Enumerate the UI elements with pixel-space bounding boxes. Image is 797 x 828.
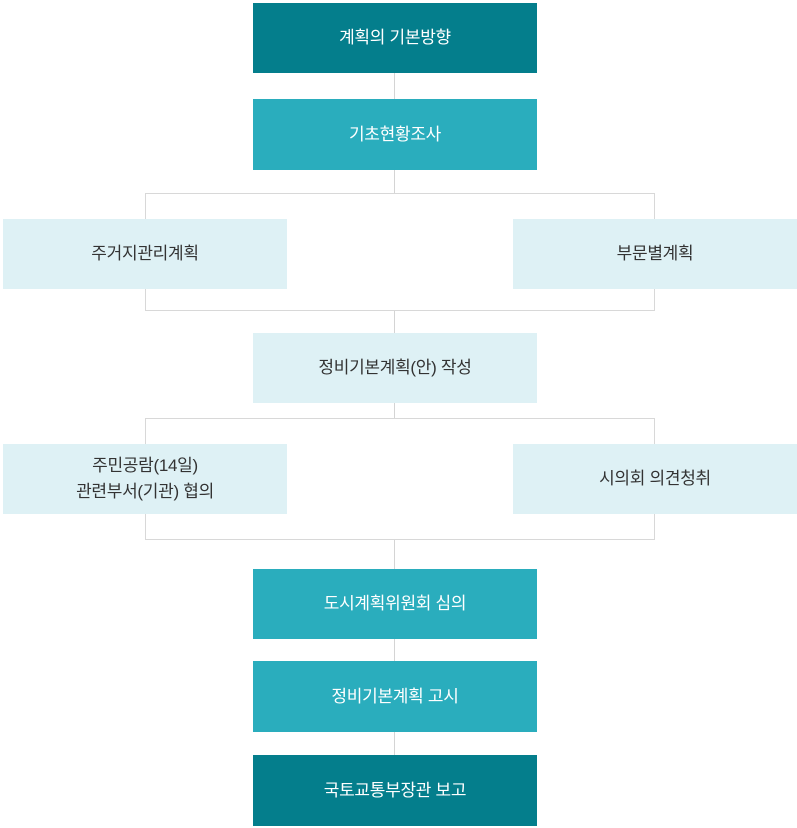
connector-line-2	[394, 170, 395, 193]
step-city-planning-committee-review-label: 도시계획위원회 심의	[323, 594, 467, 613]
branch-council-opinion-label: 시의회 의견청취	[599, 469, 711, 488]
step-master-plan-notice: 정비기본계획 고시	[253, 661, 537, 732]
connector-line-1	[394, 73, 395, 99]
branch-public-inspection: 주민공람(14일) 관련부서(기관) 협의	[3, 444, 287, 514]
branch-sectoral-plan-label: 부문별계획	[616, 244, 694, 263]
branch-sectoral-plan: 부문별계획	[513, 219, 797, 289]
branch-public-inspection-line1: 주민공람(14일)	[92, 456, 198, 475]
step-city-planning-committee-review: 도시계획위원회 심의	[253, 569, 537, 639]
step-report-to-minister-label: 국토교통부장관 보고	[323, 780, 467, 800]
step-master-plan-notice-label: 정비기본계획 고시	[331, 686, 459, 706]
branch-council-opinion: 시의회 의견청취	[513, 444, 797, 514]
branch-residential-management-plan-label: 주거지관리계획	[91, 244, 199, 263]
step-draft-master-plan-label: 정비기본계획(안) 작성	[318, 358, 472, 377]
step-basic-status-survey-label: 기초현황조사	[348, 124, 442, 144]
step-plan-basic-direction: 계획의 기본방향	[253, 3, 537, 73]
step-report-to-minister: 국토교통부장관 보고	[253, 755, 537, 826]
step-basic-status-survey: 기초현황조사	[253, 99, 537, 170]
connector-line-3	[394, 311, 395, 333]
step-draft-master-plan: 정비기본계획(안) 작성	[253, 333, 537, 403]
connector-line-7	[394, 732, 395, 755]
connector-line-6	[394, 639, 395, 661]
connector-line-5	[394, 540, 395, 569]
branch-residential-management-plan: 주거지관리계획	[3, 219, 287, 289]
connector-line-4	[394, 403, 395, 418]
step-plan-basic-direction-label: 계획의 기본방향	[339, 28, 451, 47]
branch-public-inspection-line2: 관련부서(기관) 협의	[76, 482, 214, 501]
